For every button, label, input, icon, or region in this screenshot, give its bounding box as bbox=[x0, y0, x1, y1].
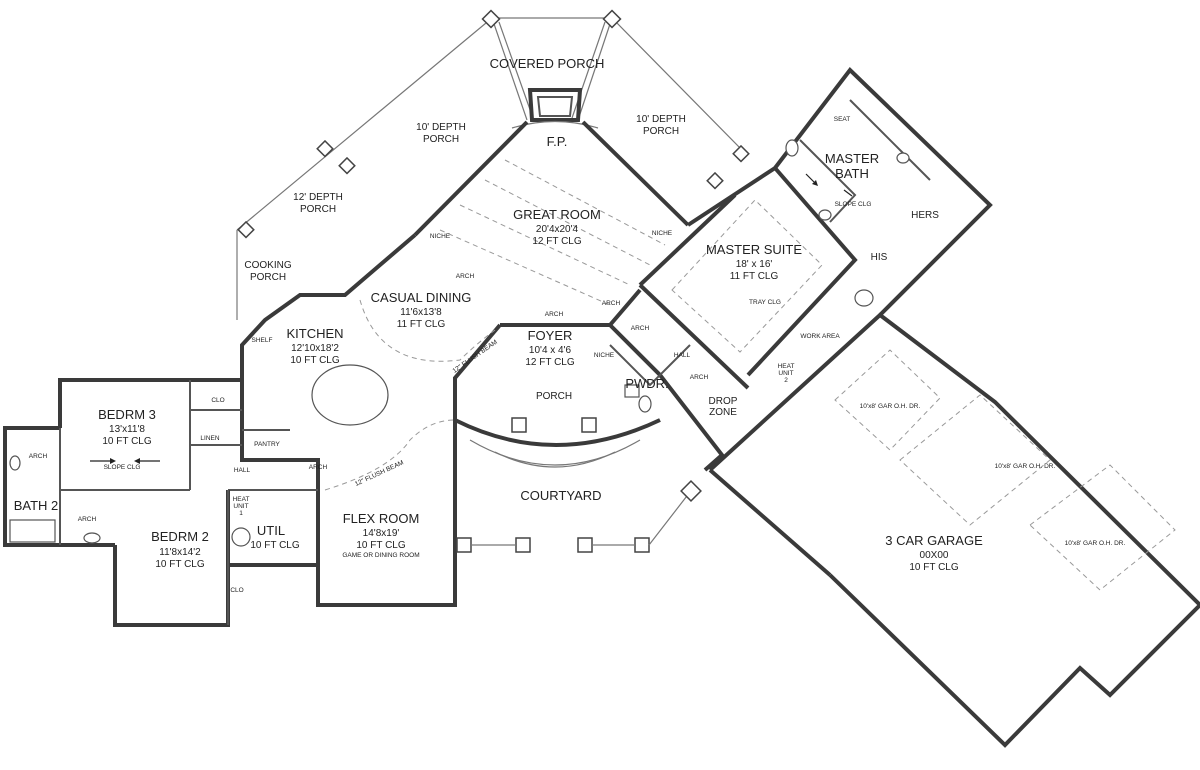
niche-tag-great-right: NICHE bbox=[652, 230, 673, 237]
drop-zone-line1: DROP bbox=[709, 396, 738, 407]
flex-room-clg: 10 FT CLG bbox=[356, 540, 405, 551]
bedrm2-title: BEDRM 2 bbox=[151, 529, 209, 544]
work-area-label: WORK AREA bbox=[800, 333, 840, 340]
flush-beam-dining: 12" FLUSH BEAM bbox=[451, 339, 498, 375]
master-suite-title: MASTER SUITE bbox=[706, 242, 802, 257]
arch-tag-dining: ARCH bbox=[456, 273, 475, 280]
bedrm3-clg: 10 FT CLG bbox=[102, 436, 151, 447]
house-walls bbox=[3, 67, 1200, 748]
arch-tag-great: ARCH bbox=[602, 300, 621, 307]
porch-10-right-line2: PORCH bbox=[643, 126, 679, 137]
master-bath-line1: MASTER bbox=[825, 151, 879, 166]
garage-dims: 00X00 bbox=[920, 550, 949, 561]
porch-12-line1: 12' DEPTH bbox=[293, 192, 343, 203]
cooking-porch-line2: PORCH bbox=[250, 272, 286, 283]
slope-arrows bbox=[90, 173, 853, 464]
room-labels: COVERED PORCH 10' DEPTH PORCH 10' DEPTH … bbox=[14, 56, 1126, 594]
slope-clg-bed: SLOPE CLG bbox=[104, 464, 141, 471]
ceiling-lines bbox=[324, 159, 1176, 591]
arch-tag-drop: ARCH bbox=[690, 374, 709, 381]
porch-columns bbox=[237, 9, 750, 239]
kitchen-clg: 10 FT CLG bbox=[290, 355, 339, 366]
pwdr-label: PWDR. bbox=[625, 376, 668, 391]
pantry-label: PANTRY bbox=[254, 441, 280, 448]
fixtures bbox=[9, 139, 910, 547]
bedrm3-title: BEDRM 3 bbox=[98, 407, 156, 422]
porch-front-label: PORCH bbox=[536, 391, 572, 402]
fp-label: F.P. bbox=[547, 134, 568, 149]
flex-room-dims: 14'8x19' bbox=[363, 528, 400, 539]
gar-door-1-label: 10'x8' GAR O.H. DR. bbox=[860, 403, 921, 410]
heat-unit-2-line3: 2 bbox=[784, 377, 788, 384]
flush-beam-flex: 12" FLUSH BEAM bbox=[354, 459, 405, 488]
clo-bed3-label: CLO bbox=[211, 397, 224, 404]
foyer-clg: 12 FT CLG bbox=[525, 357, 574, 368]
casual-dining-clg: 11 FT CLG bbox=[397, 319, 446, 330]
casual-dining-title: CASUAL DINING bbox=[371, 290, 472, 305]
drop-zone-line2: ZONE bbox=[709, 407, 737, 418]
arch-tag-bath2: ARCH bbox=[29, 453, 48, 460]
master-suite-dims: 18' x 16' bbox=[736, 259, 773, 270]
courtyard-columns bbox=[456, 417, 702, 553]
shelf-label: SHELF bbox=[252, 337, 273, 344]
courtyard-label: COURTYARD bbox=[520, 488, 601, 503]
niche-tag-foyer: NICHE bbox=[594, 352, 615, 359]
util-title: UTIL bbox=[257, 523, 285, 538]
clo-bed2-label: CLO bbox=[230, 587, 243, 594]
garage-clg: 10 FT CLG bbox=[909, 562, 958, 573]
great-room-clg: 12 FT CLG bbox=[532, 236, 581, 247]
gar-door-2-label: 10'x8' GAR O.H. DR. bbox=[995, 463, 1056, 470]
arch-tag-bedrm2: ARCH bbox=[78, 516, 97, 523]
heat-unit-1-line2: UNIT bbox=[233, 503, 248, 510]
linen-label: LINEN bbox=[200, 435, 219, 442]
tray-clg-label: TRAY CLG bbox=[749, 299, 781, 306]
hall-right-label: HALL bbox=[674, 352, 691, 359]
kitchen-dims: 12'10x18'2 bbox=[291, 343, 339, 354]
garage-title: 3 CAR GARAGE bbox=[885, 533, 983, 548]
seat-label: SEAT bbox=[834, 116, 851, 123]
hall-left-label: HALL bbox=[234, 467, 251, 474]
master-bath-line2: BATH bbox=[835, 166, 869, 181]
gar-door-3-label: 10'x8' GAR O.H. DR. bbox=[1065, 540, 1126, 547]
heat-unit-1-line3: 1 bbox=[239, 510, 243, 517]
porch-12-line2: PORCH bbox=[300, 204, 336, 215]
heat-unit-2-line1: HEAT bbox=[778, 363, 795, 370]
util-clg: 10 FT CLG bbox=[250, 540, 299, 551]
master-suite-clg: 11 FT CLG bbox=[730, 271, 779, 282]
porch-10-left-line2: PORCH bbox=[423, 134, 459, 145]
flex-room-note: GAME OR DINING ROOM bbox=[342, 552, 419, 559]
slope-clg-master: SLOPE CLG bbox=[835, 201, 872, 208]
foyer-dims: 10'4 x 4'6 bbox=[529, 345, 572, 356]
annotation-tags: NICHE NICHE NICHE ARCH ARCH ARCH ARCH AR… bbox=[29, 230, 709, 523]
covered-porch-label: COVERED PORCH bbox=[490, 56, 605, 71]
heat-unit-1-line1: HEAT bbox=[233, 496, 250, 503]
bath2-label: BATH 2 bbox=[14, 498, 59, 513]
bedrm2-dims: 11'8x14'2 bbox=[159, 547, 201, 558]
casual-dining-dims: 11'6x13'8 bbox=[400, 307, 442, 318]
arch-tag-hall: ARCH bbox=[631, 325, 650, 332]
porch-10-right-line1: 10' DEPTH bbox=[636, 114, 686, 125]
heat-unit-2-line2: UNIT bbox=[778, 370, 793, 377]
bedrm2-clg: 10 FT CLG bbox=[155, 559, 204, 570]
arch-tag-kitchen: ARCH bbox=[309, 464, 328, 471]
arch-tag-foyer: ARCH bbox=[545, 311, 564, 318]
his-label: HIS bbox=[871, 252, 888, 263]
great-room-dims: 20'4x20'4 bbox=[536, 224, 579, 235]
bedrm3-dims: 13'x11'8 bbox=[109, 424, 145, 435]
kitchen-title: KITCHEN bbox=[286, 326, 343, 341]
great-room-title: GREAT ROOM bbox=[513, 207, 601, 222]
foyer-title: FOYER bbox=[528, 328, 573, 343]
flex-room-title: FLEX ROOM bbox=[343, 511, 420, 526]
niche-tag-great-left: NICHE bbox=[430, 233, 451, 240]
cooking-porch-line1: COOKING bbox=[244, 260, 291, 271]
porch-10-left-line1: 10' DEPTH bbox=[416, 122, 466, 133]
hers-label: HERS bbox=[911, 210, 939, 221]
